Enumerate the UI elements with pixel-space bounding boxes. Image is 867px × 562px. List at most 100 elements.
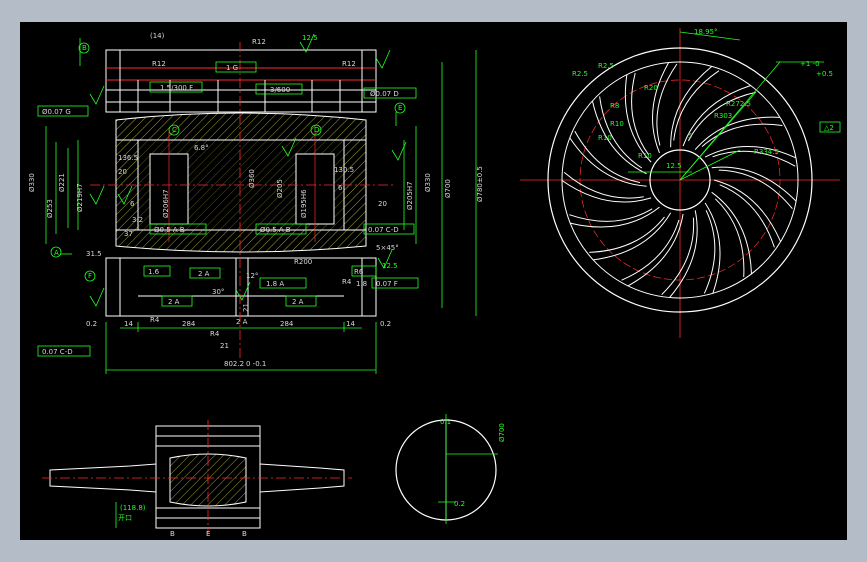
datum-marker-icon	[50, 246, 62, 258]
dim-phi206h7: Ø206H7	[162, 189, 170, 218]
runner-blade	[704, 202, 721, 294]
dim-r12-right: R12	[342, 60, 356, 68]
tolerance-frame-icon	[189, 267, 221, 279]
dim-21-vert: 21	[242, 303, 250, 312]
section-labels: (14) R12 R12 R12 12.5 1 G 3/600 1.5/300 …	[28, 32, 484, 368]
tolerance-frame-icon	[143, 265, 171, 277]
dim-r6: R6	[354, 268, 364, 276]
dim-118-8: (118.8)	[120, 504, 146, 512]
flatness-3-600: 3/600	[270, 86, 290, 94]
dim-20-left: 20	[118, 168, 127, 176]
dim-r10-a: R10	[610, 120, 624, 128]
dim-phi330-right: Ø330	[424, 173, 432, 192]
dim-14-right: 14	[346, 320, 355, 328]
runner-blade	[561, 180, 652, 203]
angle-18-95: 18.95°	[694, 28, 718, 36]
dim-136-5: 136.5	[118, 154, 138, 162]
runner-blade	[670, 66, 713, 148]
dim-6-right: 6	[338, 184, 343, 192]
runner-blades	[561, 62, 797, 298]
cad-viewport[interactable]: (14) R12 R12 R12 12.5 1 G 3/600 1.5/300 …	[20, 22, 847, 540]
tolerance-frame-icon	[37, 105, 89, 117]
rough-1-6: 1.6	[148, 268, 160, 276]
dim-r200: R200	[294, 258, 312, 266]
tolerance-frame-icon	[363, 87, 417, 99]
parallel-1-5-300: 1.5/300 F	[160, 84, 193, 92]
tolerance-007-g: Ø0.07 G	[42, 108, 71, 116]
position-2a-c: 2 A	[292, 298, 304, 306]
datum-a-label: A	[54, 249, 59, 257]
top-fin-band	[105, 49, 377, 113]
dim-r4-mid: R4	[210, 330, 220, 338]
section-dimensions	[45, 38, 477, 374]
dim-r4-left: R4	[150, 316, 160, 324]
angle-6-8: 6.8°	[194, 144, 209, 152]
datum-marker-icon	[84, 270, 96, 282]
datum-b-label: B	[82, 44, 87, 52]
disc-phi700: Ø700	[498, 423, 506, 442]
dim-r12-left: R12	[152, 60, 166, 68]
flatness-1g: 1 G	[226, 64, 238, 72]
tol-802: 0 -0.1	[246, 360, 266, 368]
roughness-symbol-icon	[89, 185, 105, 205]
dim-phi360: Ø360	[248, 169, 256, 188]
runner-blade	[711, 166, 797, 202]
dim-37: 37	[124, 230, 133, 238]
shaft-b-right: B	[242, 530, 247, 538]
end-view: 18.95° R2.5 R2.5 R20 R8 R10 R10 R10 R272…	[520, 28, 841, 338]
tolerance-frame-icon	[819, 121, 841, 133]
dim-r303: R303	[714, 112, 732, 120]
roughness-symbols	[89, 33, 407, 307]
shaft-note: 开口	[118, 514, 132, 522]
datum-c-label: C	[172, 126, 177, 134]
runner-blade-edge	[714, 198, 745, 278]
dim-0-2-left: 0.2	[86, 320, 97, 328]
dim-0-2-right: 0.2	[380, 320, 391, 328]
runner-blade	[570, 206, 660, 228]
parallel-007-cd: 0.07 C-D	[368, 226, 399, 234]
datum-f-label: F	[88, 272, 92, 280]
runner-blade	[669, 210, 698, 298]
position-2a-b: 2 A	[168, 298, 180, 306]
disc-0-2: 0.2	[454, 500, 465, 508]
angle-30: 30°	[212, 288, 224, 296]
datum-e-label: E	[398, 104, 402, 112]
runner-blade	[704, 145, 797, 159]
roughness-symbol-icon	[117, 185, 133, 205]
runner-blade-edge	[703, 210, 716, 294]
runner-hub-circle	[649, 149, 711, 211]
datum-d-label: D	[314, 126, 319, 134]
roughness-symbol-icon	[375, 49, 391, 69]
dim-r10-b: R10	[598, 134, 612, 142]
angle-1-8a: 1.8 A	[266, 280, 284, 288]
shaft-view: (118.8) 开口 B B E	[42, 420, 352, 538]
position-2a: 2 A	[198, 270, 210, 278]
runner-blade	[711, 191, 752, 274]
tolerance-frame-icon	[149, 223, 207, 235]
dim-284-left: 284	[182, 320, 196, 328]
parallel-007-cd-b: 0.07 C-D	[42, 348, 73, 356]
runner-blade-edge	[673, 70, 720, 141]
datum-marker-icon	[168, 124, 180, 136]
dim-r334-5: R334.5	[754, 148, 779, 156]
runner-blade-edge	[661, 217, 695, 295]
rough-12-5-b: 12.5	[382, 262, 398, 270]
runout-ab-right: Ø0.5 A-B	[260, 226, 291, 234]
fin-band-outline	[105, 49, 377, 113]
bottom-fin-band	[105, 257, 377, 317]
dim-phi253: Ø253	[46, 199, 54, 218]
roughness-symbol-icon	[391, 141, 407, 161]
dim-r12-top: R12	[252, 38, 266, 46]
dim-phi205: Ø205	[276, 179, 284, 198]
dim-130-5: 130.5	[334, 166, 354, 174]
dim-r4-right: R4	[342, 278, 352, 286]
runner-blade-edge	[719, 184, 775, 248]
runner-blade-edge	[574, 130, 641, 184]
dim-phi700: Ø700	[444, 179, 452, 198]
runner-blade-edge	[656, 63, 678, 146]
tol-13: +0.5	[816, 70, 833, 78]
tolerance-frame-icon	[285, 295, 317, 307]
runner-blade	[682, 85, 751, 147]
tolerance-frame-icon	[351, 265, 377, 277]
tolerance-frame-icon	[215, 61, 257, 73]
